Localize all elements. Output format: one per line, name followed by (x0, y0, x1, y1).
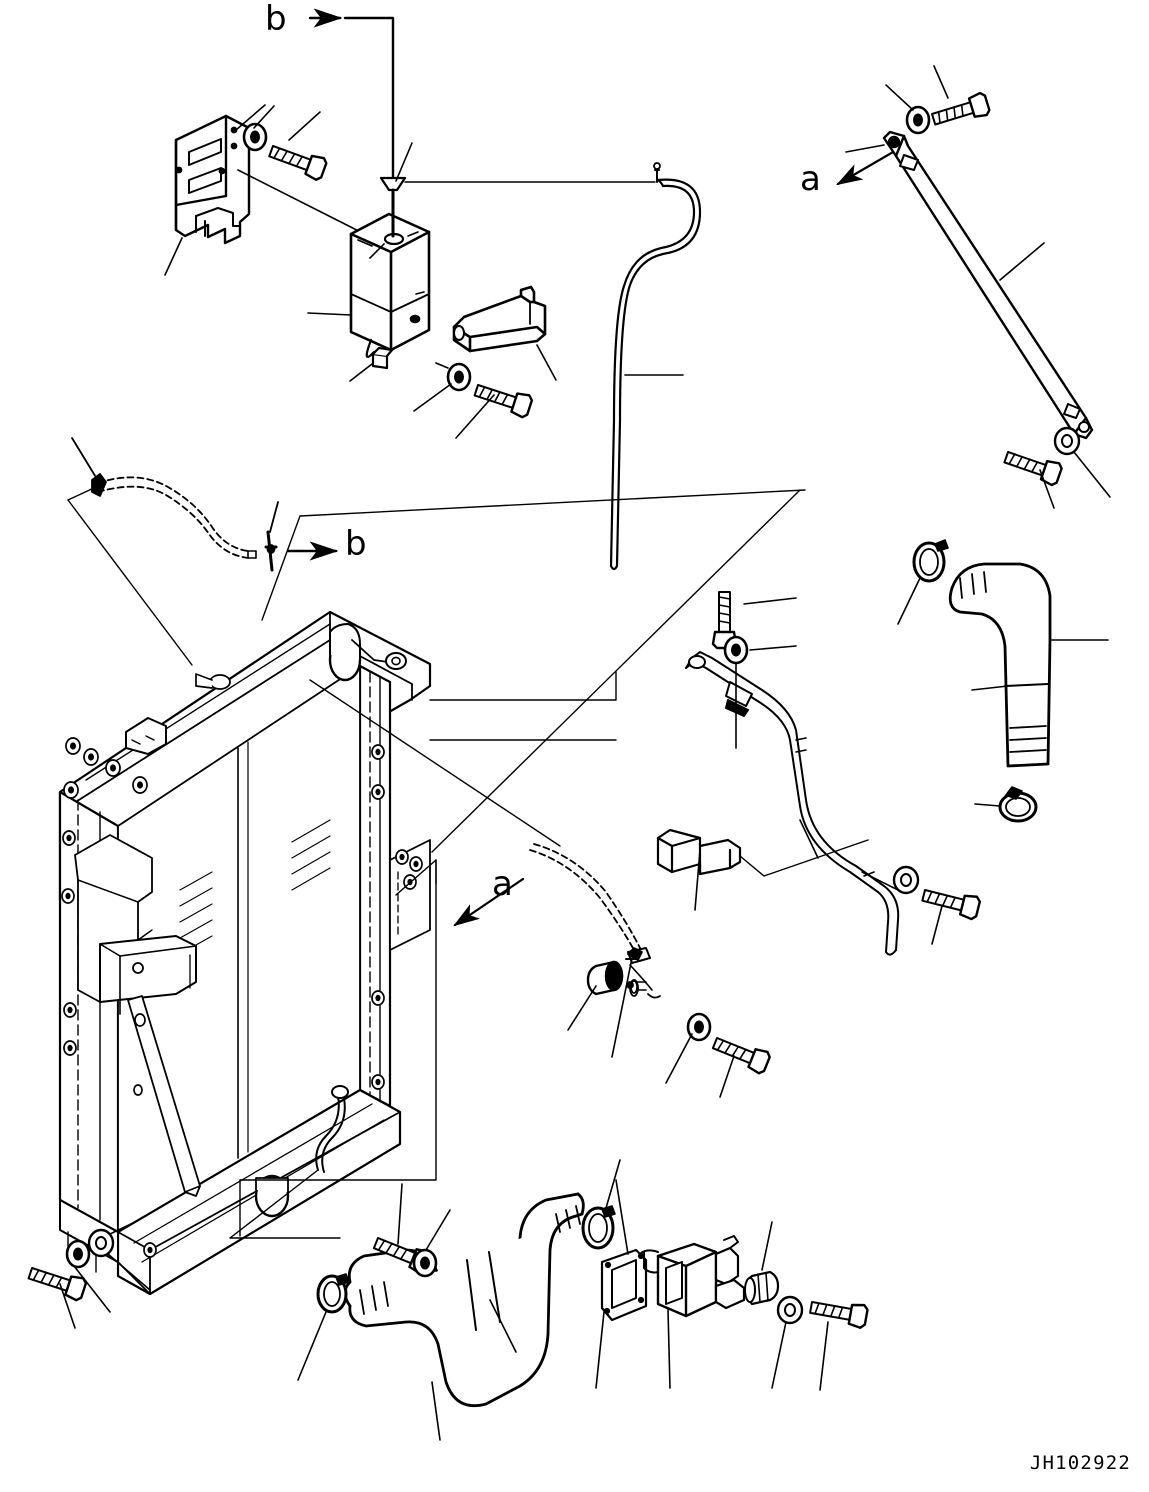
leader-spring-washer-radiator (73, 1265, 111, 1313)
part-gasket-water-outlet (600, 1248, 648, 1322)
leader-lower-hose (431, 1299, 517, 1441)
part-bolt-band (471, 378, 535, 420)
part-washer-band (446, 362, 472, 392)
leader-outlet-housing (667, 1309, 671, 1389)
part-water-outlet-housing (639, 1235, 746, 1318)
leader-clamp-band (536, 344, 557, 381)
leader-washer-rod-lower (1073, 451, 1111, 498)
part-reservoir-tank-bracket (174, 114, 251, 245)
leader-drain-fitting (349, 363, 373, 382)
leader-washer-bracket (253, 105, 275, 129)
part-washer-outlet-housing-b (776, 1295, 804, 1325)
leader-bolt-outlet-a (397, 1183, 403, 1245)
part-washer-rod-lower (1053, 426, 1081, 456)
leader-plain-washer-radiator (107, 1221, 151, 1291)
part-lower-hose-bent (343, 1192, 585, 1408)
callout-b-left: b (345, 524, 367, 564)
leader-pipe-clamp-bracket (694, 839, 869, 911)
part-spring-washer-radiator (65, 1239, 91, 1269)
leader-bolt-rod-upper (933, 65, 949, 99)
part-bolt-stay (709, 1031, 773, 1076)
part-overflow-tube (609, 178, 702, 571)
leader-clamp-upper-2 (974, 803, 1001, 807)
part-support-rod-stay (882, 130, 1094, 440)
part-hose-clamp-lower-1 (316, 1273, 350, 1314)
leader-clamp-upper-1 (897, 577, 921, 625)
part-water-pipe-tube (685, 651, 900, 956)
part-reservoir-tank (349, 212, 431, 352)
part-washer-pipe-clamp (723, 635, 749, 665)
part-bolt-bracket (265, 139, 329, 183)
leader-bolt-band (455, 394, 495, 439)
part-bolt-rod-lower (1001, 445, 1065, 488)
leader-washer-band (413, 362, 452, 412)
leader-bolt-stay (719, 1055, 735, 1098)
leader-water-pipe (799, 819, 819, 859)
part-drain-hose-detail-b (91, 473, 278, 572)
leader-washer-pipe-clamp (735, 645, 797, 749)
leader-stay-rod-short (611, 957, 633, 1058)
leader-bolt-pipe-clamp (743, 597, 797, 605)
leader-clamp-lower-1 (297, 1311, 327, 1381)
leader-washer-stay (665, 1033, 693, 1084)
leader-reservoir-cap (395, 142, 413, 182)
part-hose-clamp-upper-2 (998, 786, 1038, 823)
leader-drain-hose-detail (67, 437, 279, 666)
part-bolt-rod-upper (929, 90, 992, 132)
leader-reservoir-tank (307, 312, 352, 316)
part-reservoir-drain-fitting (365, 338, 394, 370)
leader-upper-hose (971, 639, 1109, 691)
leader-washer-outlet-a (425, 1209, 451, 1251)
leader-bolt-rod-lower (1039, 469, 1055, 509)
leader-bolt-radiator-mount (59, 1283, 76, 1329)
part-bolt-pipe-lower (919, 882, 982, 922)
leader-plug (761, 1221, 773, 1271)
part-plug-outlet-housing (744, 1270, 780, 1306)
part-washer-outlet-housing-a (412, 1248, 438, 1278)
part-stay-rod-short (529, 843, 661, 999)
leader-washer-pipe-lower (861, 871, 899, 891)
part-pipe-clamp-bracket (656, 828, 742, 876)
part-bolt-outlet-housing-b (807, 1294, 870, 1330)
leader-radiator (229, 489, 806, 1239)
leader-washer-outlet-b (771, 1321, 787, 1389)
callout-leader-b-top (308, 8, 395, 180)
leader-bolt-bracket (288, 111, 321, 141)
leader-washer-rod-upper (885, 84, 914, 111)
part-washer-rod-upper (905, 105, 931, 135)
part-pipe-clamp-collar (725, 681, 753, 717)
leader-support-rod (845, 144, 1045, 281)
detail-frame-lines (239, 489, 801, 1237)
leader-gasket (595, 1179, 629, 1389)
leader-bolt-outlet-b (819, 1321, 829, 1391)
drawing-number: JH102922 (1029, 1452, 1131, 1474)
part-hose-clamp-lower-2 (581, 1205, 616, 1250)
callout-a-center: a (492, 864, 513, 904)
leader-bolt-pipe-lower (931, 905, 943, 945)
tube-connection-line (404, 162, 661, 183)
part-upper-hose-bent (948, 562, 1052, 768)
part-tank-clamp-band (452, 285, 547, 353)
callout-b-top: b (265, 0, 287, 39)
leader-bushing-stay (567, 985, 597, 1031)
part-radiator-core-assembly (58, 610, 432, 1296)
callout-a-right: a (800, 159, 821, 199)
part-hose-clamp-upper-1 (912, 538, 950, 583)
leader-clamp-lower-2 (605, 1159, 621, 1209)
callout-leader-a-right (836, 146, 902, 186)
callout-leader-a-center (453, 877, 525, 927)
